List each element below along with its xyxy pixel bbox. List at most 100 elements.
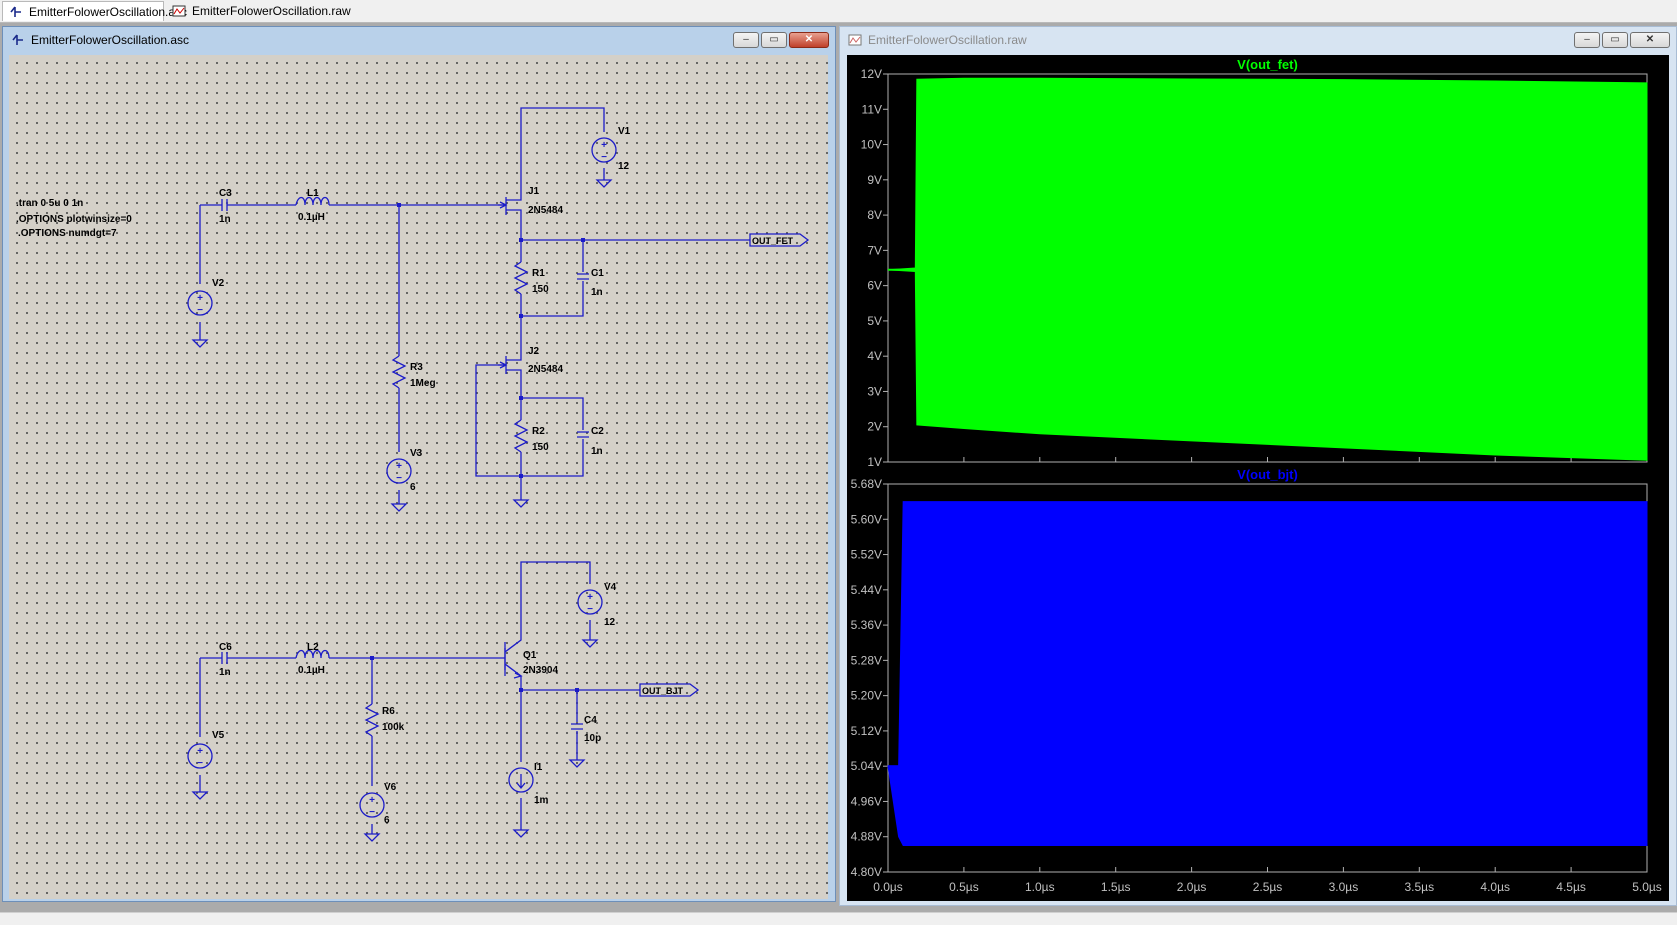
y-tick-label: 4.80V (851, 865, 882, 879)
schematic-icon (12, 34, 23, 45)
restore-button[interactable]: ▭ (761, 32, 787, 48)
component-value[interactable]: 1n (591, 287, 603, 298)
x-tick-label: 0.5µs (949, 880, 979, 894)
svg-text:−: − (197, 758, 203, 769)
y-tick-label: 5.20V (851, 689, 882, 703)
net-label-out-fet[interactable]: OUT_FET (752, 236, 794, 246)
net-label-out-bjt[interactable]: OUT_BJT (642, 686, 684, 696)
component-value[interactable]: 2N5484 (528, 364, 563, 375)
trace-title: V(out_fet) (1237, 57, 1298, 72)
spice-directive[interactable]: .tran 0 5u 0 1n (16, 198, 83, 209)
svg-text:+: + (601, 140, 607, 151)
component-name[interactable]: C3 (219, 188, 232, 199)
x-tick-label: 5.0µs (1632, 880, 1662, 894)
component-name[interactable]: C1 (591, 268, 604, 279)
component-value[interactable]: 12 (604, 617, 616, 628)
component-name[interactable]: C4 (584, 715, 597, 726)
y-tick-label: 5.04V (851, 759, 882, 773)
close-button[interactable]: ✕ (1630, 32, 1670, 48)
component-name[interactable]: V6 (384, 782, 397, 793)
component-name[interactable]: L1 (307, 188, 319, 199)
svg-text:+: + (197, 293, 203, 304)
component-name[interactable]: V1 (618, 126, 631, 137)
trace-title: V(out_bjt) (1237, 467, 1298, 482)
schematic-drawing: +− +− +− +− +− +− .tran 0 5u 0 1n .OPTIO… (16, 107, 810, 842)
x-tick-label: 1.5µs (1101, 880, 1131, 894)
component-value[interactable]: 0.1µH (298, 212, 325, 223)
component-value[interactable]: 10p (584, 733, 601, 744)
component-value[interactable]: 1Meg (410, 378, 436, 389)
component-name[interactable]: V5 (212, 730, 225, 741)
x-tick-label: 4.0µs (1480, 880, 1510, 894)
component-name[interactable]: C6 (219, 642, 232, 653)
tab-waveform[interactable]: EmitterFolowerOscillation.raw (166, 1, 351, 21)
tab-schematic-label: EmitterFolowerOscillation.asc (29, 5, 188, 19)
component-name[interactable]: J1 (528, 186, 540, 197)
component-value[interactable]: 6 (384, 815, 390, 826)
component-name[interactable]: I1 (534, 762, 543, 773)
y-tick-label: 5.52V (851, 548, 882, 562)
y-tick-label: 5.60V (851, 512, 882, 526)
waveform-icon (848, 34, 862, 46)
waveform-window-controls: ‒▭✕ (1572, 32, 1670, 48)
component-value[interactable]: 2N3904 (523, 665, 558, 676)
component-name[interactable]: V4 (604, 582, 617, 593)
document-tab-bar: EmitterFolowerOscillation.asc EmitterFol… (0, 0, 1677, 23)
y-tick-label: 12V (861, 67, 882, 81)
y-tick-label: 5.68V (851, 477, 882, 491)
spice-directive[interactable]: .OPTIONS numdgt=7 (18, 228, 117, 239)
schematic-window-controls: ‒▭✕ (731, 32, 829, 48)
component-name[interactable]: V3 (410, 448, 423, 459)
component-value[interactable]: 0.1µH (298, 665, 325, 676)
close-button[interactable]: ✕ (789, 32, 829, 48)
schematic-canvas[interactable]: +− +− +− +− +− +− .tran 0 5u 0 1n .OPTIO… (9, 55, 828, 899)
x-tick-label: 3.5µs (1404, 880, 1434, 894)
spice-directive[interactable]: .OPTIONS plotwinsize=0 (16, 214, 132, 225)
y-tick-label: 8V (867, 208, 882, 222)
component-name[interactable]: R6 (382, 706, 395, 717)
component-name[interactable]: J2 (528, 346, 540, 357)
waveform-window-title: EmitterFolowerOscillation.raw (868, 33, 1027, 47)
status-bar (0, 912, 1677, 925)
y-tick-label: 5.28V (851, 653, 882, 667)
component-value[interactable]: 12 (618, 161, 630, 172)
component-value[interactable]: 1m (534, 795, 549, 806)
y-tick-label: 4.96V (851, 794, 882, 808)
component-name[interactable]: R2 (532, 426, 545, 437)
svg-text:+: + (369, 795, 375, 806)
plot-pane-out-bjt[interactable]: 5.68V5.60V5.52V5.44V5.36V5.28V5.20V5.12V… (851, 467, 1648, 879)
component-value[interactable]: 6 (410, 482, 416, 493)
y-tick-label: 2V (867, 420, 882, 434)
y-tick-label: 11V (862, 102, 882, 116)
y-tick-label: 4V (867, 349, 882, 363)
component-name[interactable]: L2 (307, 642, 319, 653)
waveform-icon (172, 5, 186, 17)
component-value[interactable]: 1n (591, 446, 603, 457)
y-tick-label: 4.88V (851, 830, 882, 844)
component-name[interactable]: R1 (532, 268, 545, 279)
component-value[interactable]: 100k (382, 722, 405, 733)
component-name[interactable]: R3 (410, 362, 423, 373)
trace-vout-fet (887, 77, 1648, 461)
restore-button[interactable]: ▭ (1602, 32, 1628, 48)
component-value[interactable]: 150 (532, 442, 549, 453)
x-tick-label: 3.0µs (1329, 880, 1359, 894)
component-name[interactable]: V2 (212, 278, 225, 289)
component-value[interactable]: 1n (219, 667, 231, 678)
component-name[interactable]: Q1 (523, 650, 537, 661)
x-tick-label: 4.5µs (1556, 880, 1586, 894)
tab-schematic[interactable]: EmitterFolowerOscillation.asc (2, 1, 187, 21)
component-value[interactable]: 1n (219, 214, 231, 225)
y-tick-label: 5.44V (851, 583, 882, 597)
y-tick-label: 5.36V (851, 618, 882, 632)
minimize-button[interactable]: ‒ (733, 32, 759, 48)
x-tick-label: 2.0µs (1177, 880, 1207, 894)
component-name[interactable]: C2 (591, 426, 604, 437)
component-value[interactable]: 150 (532, 284, 549, 295)
trace-vout-bjt (887, 501, 1648, 847)
component-value[interactable]: 2N5484 (528, 205, 563, 216)
minimize-button[interactable]: ‒ (1574, 32, 1600, 48)
